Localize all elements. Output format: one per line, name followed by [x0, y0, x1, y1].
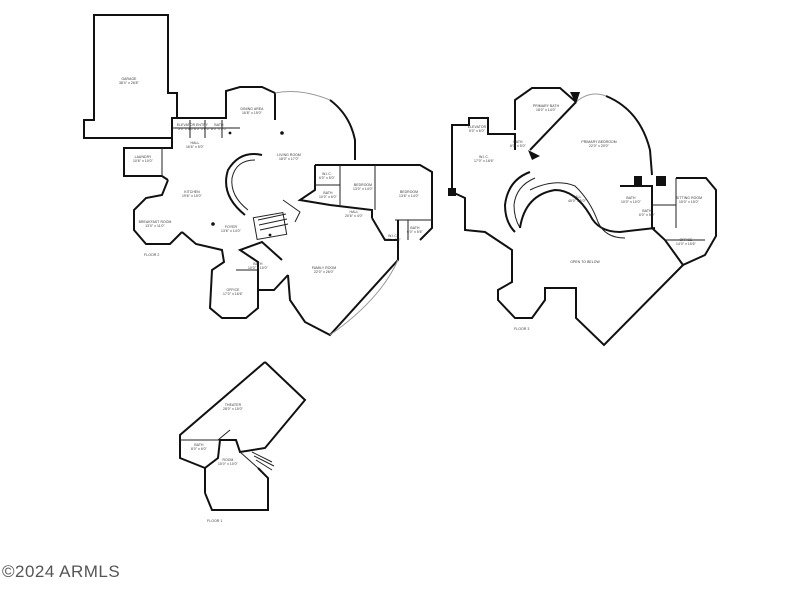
bedroom-wing — [297, 165, 373, 218]
stair-curve-2 — [225, 153, 263, 216]
copyright-notice: ©2024 ARMLS — [2, 562, 121, 581]
room-label-wic-3: W.I.C.17'0" x 16'6" — [474, 155, 495, 163]
room-label-wic-2b: W.I.C.6'0" x 5'6" — [385, 234, 402, 242]
primary-bath-walls — [514, 87, 577, 130]
hall-3-curve — [519, 188, 656, 234]
office-walls — [181, 231, 289, 319]
living-curve — [329, 99, 356, 160]
breakfast-walls — [133, 179, 183, 245]
stair-floor-1 — [239, 451, 275, 471]
floor-label-3: FLOOR 3 — [514, 327, 529, 331]
floor-3-left-walls — [451, 117, 516, 192]
family-room-walls — [287, 240, 399, 337]
laundry-walls — [123, 138, 173, 181]
room-label-wic-2: W.I.C.6'0" x 5'0" — [319, 172, 336, 180]
entry-walls — [172, 86, 276, 120]
room-label-open-below: OPEN TO BELOW — [570, 260, 600, 264]
floor-label-2: FLOOR 2 — [144, 253, 159, 257]
stair-curve-3 — [503, 171, 531, 233]
primary-bedroom-curve — [605, 95, 653, 176]
floor-1-walls — [204, 361, 307, 493]
stair-straight-2 — [252, 211, 289, 241]
floor-label-1: FLOOR 1 — [207, 519, 222, 523]
